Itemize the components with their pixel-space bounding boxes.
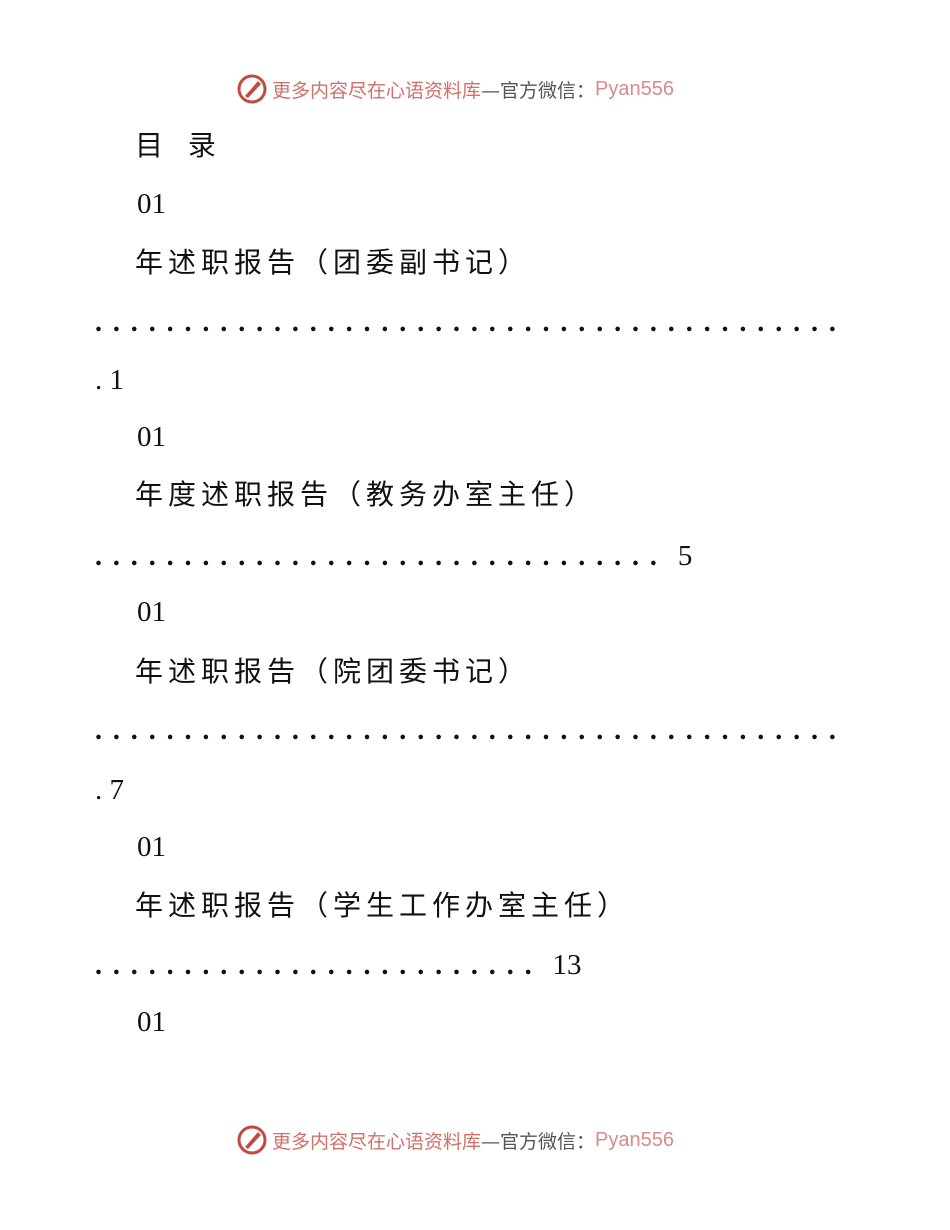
- toc-leader-row: ........................................…: [95, 713, 847, 749]
- pen-logo-icon: [237, 74, 267, 104]
- footer-watermark: 更多内容尽在心语资料库—官方微信：Pyan556: [236, 1123, 674, 1157]
- toc-entry-year: 01: [137, 596, 166, 628]
- toc-leader-dots: .........................: [95, 950, 543, 981]
- toc-entry-year: 01: [137, 421, 166, 453]
- toc-entry-title[interactable]: 年述职报告（学生工作办室主任）: [135, 889, 631, 922]
- toc-leader-row: ........................................…: [95, 305, 847, 341]
- toc-entry-title[interactable]: 年度述职报告（教务办室主任）: [135, 478, 598, 511]
- toc-entry-year: 01: [137, 831, 166, 863]
- toc-entry-year: 01: [137, 1006, 166, 1038]
- toc-leader-dots: ........................................…: [95, 307, 847, 338]
- toc-leader-row: ................................ 5: [95, 538, 692, 575]
- toc-leader-dots: ........................................…: [95, 715, 847, 746]
- pen-logo-icon: [237, 1125, 267, 1155]
- toc-page-number[interactable]: . 7: [95, 774, 124, 806]
- toc-entry-year: 01: [137, 188, 166, 220]
- header-watermark: 更多内容尽在心语资料库—官方微信：Pyan556: [236, 72, 674, 106]
- toc-entry-title[interactable]: 年述职报告（团委副书记）: [135, 246, 532, 279]
- toc-leader-dots: ................................: [95, 541, 668, 572]
- toc-page-number[interactable]: 13: [552, 949, 582, 981]
- toc-leader-row: ......................... 13: [95, 947, 582, 984]
- toc-page-number[interactable]: . 1: [95, 364, 124, 396]
- toc-entry-title[interactable]: 年述职报告（院团委书记）: [135, 655, 532, 688]
- toc-page-number[interactable]: 5: [677, 540, 693, 572]
- toc-title: 目 录: [135, 129, 224, 162]
